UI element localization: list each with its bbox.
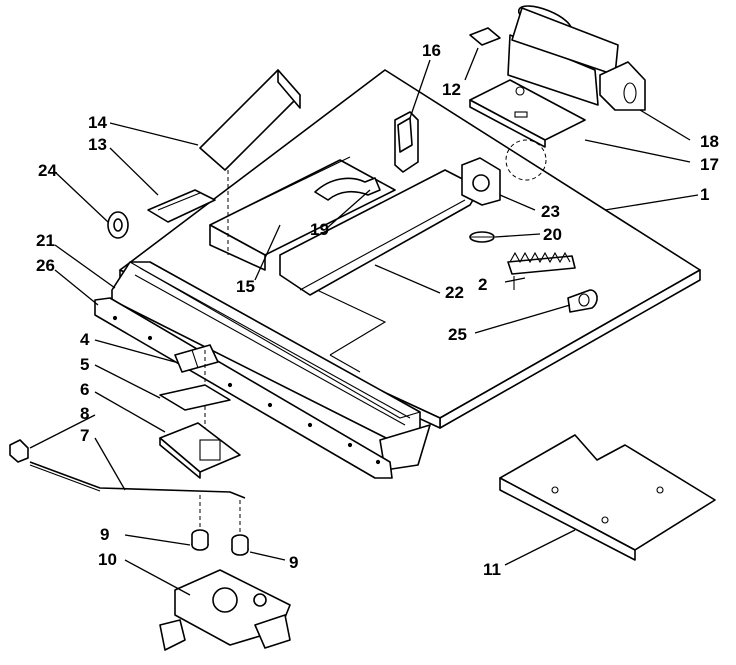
mechanism-part-10 [159, 569, 291, 651]
callout-20: 20 [543, 225, 562, 244]
callout-17: 17 [700, 155, 719, 174]
spacer-part-9a [191, 529, 209, 551]
callout-23: 23 [541, 202, 560, 221]
callout-15: 15 [236, 277, 255, 296]
box-part-6 [159, 422, 241, 479]
callout-12: 12 [442, 80, 461, 99]
clip-part-12 [469, 27, 501, 46]
burner-duct-part-22 [279, 169, 481, 296]
callout-16: 16 [422, 41, 441, 60]
callout-labels: 1 2 4 5 6 7 8 9 9 10 11 12 13 14 15 16 1… [36, 41, 719, 579]
callout-24: 24 [38, 161, 57, 180]
callout-9a: 9 [100, 525, 109, 544]
callout-14: 14 [88, 113, 107, 132]
callout-8: 8 [80, 404, 89, 423]
spacer-part-9b [231, 534, 249, 556]
callout-26: 26 [36, 256, 55, 275]
callout-10: 10 [98, 550, 117, 569]
terminal-block-part-2 [507, 251, 576, 290]
bracket-part-16 [394, 111, 419, 173]
callout-25: 25 [448, 325, 467, 344]
callout-2: 2 [478, 275, 487, 294]
callout-7: 7 [80, 426, 89, 445]
callout-5: 5 [80, 355, 89, 374]
bracket-part-14 [199, 69, 301, 255]
knob-part-8 [9, 439, 29, 463]
callout-22: 22 [445, 283, 464, 302]
bracket-part-13 [147, 189, 216, 223]
gas-tube-part-19 [314, 177, 381, 201]
plate-part-17 [469, 79, 586, 181]
burner-port-part-23 [461, 157, 501, 206]
callout-21: 21 [36, 231, 55, 250]
plate-part-5 [159, 384, 231, 411]
callout-6: 6 [80, 380, 89, 399]
clip-part-20 [469, 231, 495, 243]
clamp-part-25 [567, 289, 598, 313]
callout-11: 11 [483, 560, 501, 579]
leader-lines [29, 47, 699, 596]
callout-1: 1 [700, 185, 709, 204]
callout-19: 19 [310, 220, 329, 239]
igniter-housing-part-18 [507, 5, 646, 111]
front-rail-part-21 [111, 261, 431, 471]
callout-4: 4 [80, 330, 90, 349]
callout-18: 18 [700, 132, 719, 151]
callout-9b: 9 [289, 553, 298, 572]
side-rail-part-26 [94, 297, 393, 479]
grommet-part-24 [107, 211, 129, 239]
bottom-plate-part-11 [499, 434, 716, 561]
rod-part-7 [29, 461, 246, 545]
callout-13: 13 [88, 135, 107, 154]
